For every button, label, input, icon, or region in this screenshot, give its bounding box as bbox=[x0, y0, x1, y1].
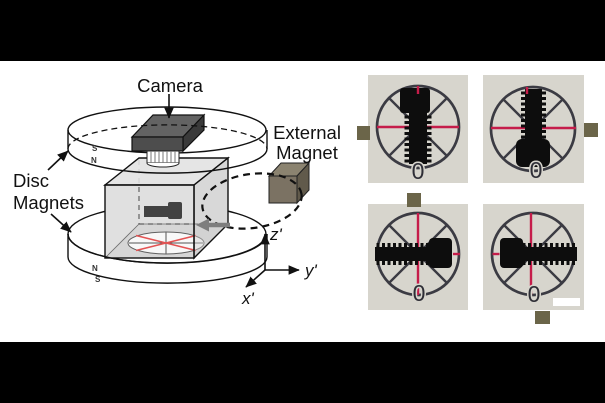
magnet-marker-right bbox=[584, 123, 598, 137]
setup-schematic: Camera External Magnet Disc Magnets S N … bbox=[13, 75, 341, 308]
magnet-orbit-path bbox=[201, 172, 303, 230]
floor-wheel-target bbox=[127, 231, 205, 255]
zero-marker: 0 bbox=[530, 157, 543, 183]
camera-lens-icon bbox=[146, 150, 180, 168]
magnet-marker-left bbox=[357, 126, 370, 140]
photo-screw-head-left: 0 bbox=[483, 204, 584, 310]
top-disc-hidden-rim bbox=[67, 124, 268, 150]
external-magnet-label-line1: External bbox=[273, 122, 341, 143]
photo-screw-head-up: 0 bbox=[368, 75, 468, 183]
field-direction-arrow bbox=[196, 218, 230, 232]
chamber-cube bbox=[102, 156, 231, 260]
bottom-disc-pole-n: N bbox=[92, 264, 98, 273]
coordinate-axes bbox=[245, 233, 300, 288]
magnet-marker-bottom bbox=[535, 311, 550, 324]
scale-bar bbox=[553, 298, 580, 306]
screw bbox=[516, 89, 550, 167]
zero-marker: 0 bbox=[528, 281, 541, 307]
screw bbox=[400, 88, 432, 164]
axis-label-x: x' bbox=[241, 289, 255, 308]
bottom-disc-pole-s: S bbox=[95, 275, 101, 284]
disc-magnets-label-line1: Disc bbox=[13, 170, 49, 191]
screw bbox=[375, 238, 452, 268]
screw-silhouette bbox=[144, 202, 182, 219]
disc-magnets-arrow-bottom bbox=[50, 213, 72, 233]
disc-magnets-label-line2: Magnets bbox=[13, 192, 84, 213]
top-disc-pole-s: S bbox=[92, 144, 98, 153]
top-disc-pole-n: N bbox=[91, 156, 97, 165]
photo-screw-head-right: 0 bbox=[368, 204, 468, 310]
external-magnet-label-line2: Magnet bbox=[276, 142, 338, 163]
zero-marker: 0 bbox=[412, 158, 425, 183]
camera-box bbox=[130, 113, 206, 153]
disc-magnets-arrow-top bbox=[47, 150, 69, 171]
screw bbox=[500, 238, 577, 268]
camera-label: Camera bbox=[137, 75, 204, 96]
photo-screw-head-down: 0 bbox=[483, 75, 584, 183]
axis-label-y: y' bbox=[304, 261, 318, 280]
zero-marker: 0 bbox=[413, 280, 426, 306]
bottom-disc-front-rim bbox=[67, 233, 268, 264]
external-magnet-cube bbox=[267, 161, 311, 205]
magnet-marker-top bbox=[407, 193, 421, 207]
axis-label-z: z' bbox=[269, 225, 283, 244]
